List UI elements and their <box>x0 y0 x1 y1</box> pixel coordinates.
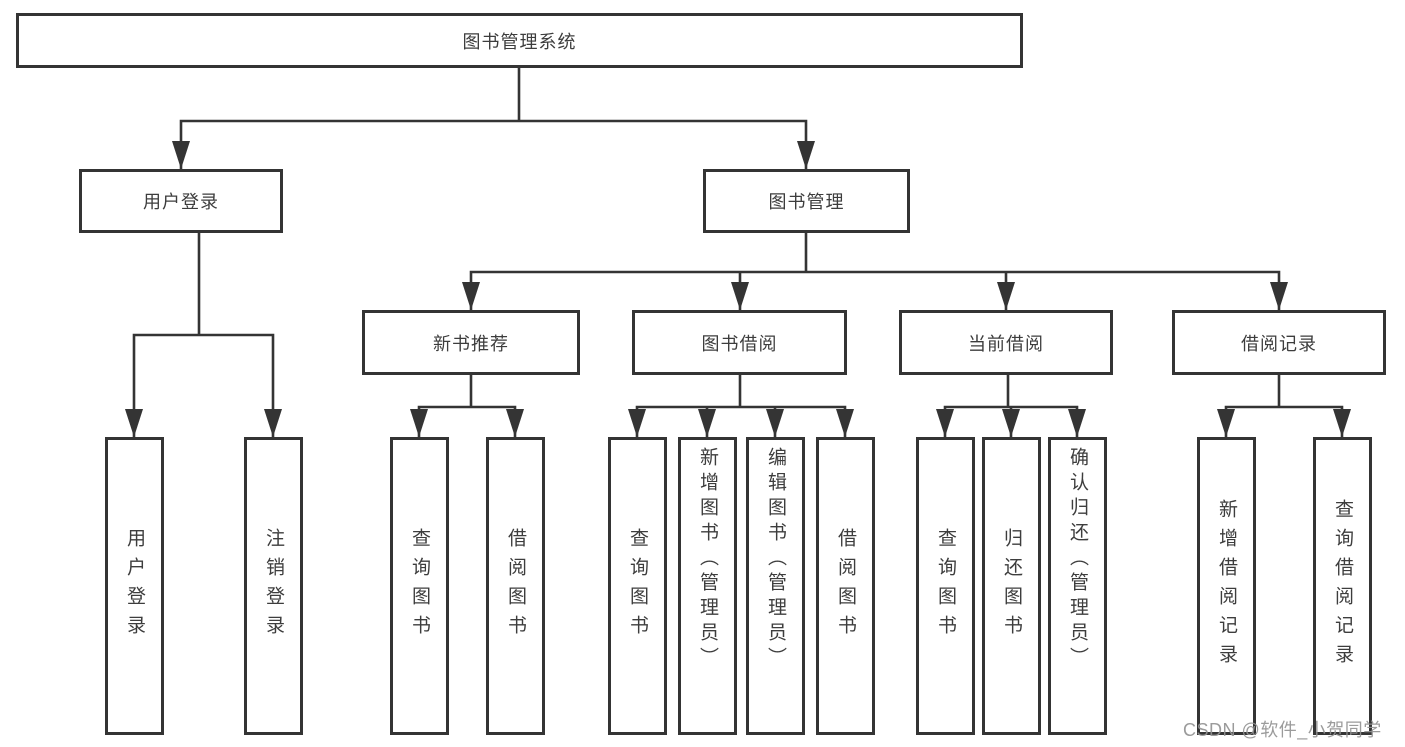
node-borrow-books-recommend-label: 借阅图书 <box>505 528 526 644</box>
node-query-books-recommend: 查询图书 <box>390 437 449 735</box>
node-query-books-recommend-label: 查询图书 <box>409 528 430 644</box>
arrow-down-icon <box>936 409 954 437</box>
arrow-down-icon <box>1068 409 1086 437</box>
node-edit-book-admin: 编辑图书（管理员） <box>746 437 805 735</box>
node-logout-label: 注销登录 <box>263 528 284 644</box>
node-query-books-current-label: 查询图书 <box>935 528 956 644</box>
node-borrow-books: 借阅图书 <box>816 437 875 735</box>
node-login-label: 用户登录 <box>124 528 145 644</box>
arrow-down-icon <box>698 409 716 437</box>
node-add-book-admin-label: 新增图书（管理员） <box>697 447 718 672</box>
node-book-borrow: 图书借阅 <box>632 310 847 375</box>
arrow-down-icon <box>410 409 428 437</box>
arrow-down-icon <box>797 141 815 169</box>
node-query-books-borrow: 查询图书 <box>608 437 667 735</box>
node-logout: 注销登录 <box>244 437 303 735</box>
arrow-down-icon <box>766 409 784 437</box>
node-query-books-current: 查询图书 <box>916 437 975 735</box>
arrow-down-icon <box>1270 282 1288 310</box>
node-confirm-return-admin: 确认归还（管理员） <box>1048 437 1107 735</box>
connector-book-borrow-children <box>628 375 854 439</box>
arrow-down-icon <box>125 409 143 437</box>
arrow-down-icon <box>731 282 749 310</box>
node-query-books-borrow-label: 查询图书 <box>627 528 648 644</box>
node-book-management: 图书管理 <box>703 169 910 233</box>
arrow-down-icon <box>836 409 854 437</box>
connector-current-borrow-children <box>936 375 1086 439</box>
node-current-borrow: 当前借阅 <box>899 310 1113 375</box>
node-borrow-books-recommend: 借阅图书 <box>486 437 545 735</box>
node-borrow-books-label: 借阅图书 <box>835 528 856 644</box>
connector-borrow-records-children <box>1217 375 1351 439</box>
node-confirm-return-admin-label: 确认归还（管理员） <box>1067 447 1088 672</box>
node-add-book-admin: 新增图书（管理员） <box>678 437 737 735</box>
arrow-down-icon <box>628 409 646 437</box>
node-borrow-records: 借阅记录 <box>1172 310 1386 375</box>
node-edit-book-admin-label: 编辑图书（管理员） <box>765 447 786 672</box>
arrow-down-icon <box>997 282 1015 310</box>
node-add-borrow-record: 新增借阅记录 <box>1197 437 1256 735</box>
node-root: 图书管理系统 <box>16 13 1023 68</box>
arrow-down-icon <box>264 409 282 437</box>
connector-book-management-sections <box>462 233 1288 312</box>
arrow-down-icon <box>1002 409 1020 437</box>
arrow-down-icon <box>462 282 480 310</box>
node-query-borrow-record-label: 查询借阅记录 <box>1332 499 1353 673</box>
arrow-down-icon <box>506 409 524 437</box>
node-add-borrow-record-label: 新增借阅记录 <box>1216 499 1237 673</box>
watermark: CSDN @软件_小贺同学 <box>1183 720 1382 740</box>
node-new-book-recommend: 新书推荐 <box>362 310 580 375</box>
node-return-book: 归还图书 <box>982 437 1041 735</box>
connector-new-book-children <box>410 375 524 439</box>
node-query-borrow-record: 查询借阅记录 <box>1313 437 1372 735</box>
node-return-book-label: 归还图书 <box>1001 528 1022 644</box>
node-login: 用户登录 <box>105 437 164 735</box>
connector-user-login-children <box>125 233 282 439</box>
arrow-down-icon <box>1333 409 1351 437</box>
arrow-down-icon <box>1217 409 1235 437</box>
arrow-down-icon <box>172 141 190 169</box>
node-user-login: 用户登录 <box>79 169 283 233</box>
connector-root-to-level2 <box>172 68 815 171</box>
